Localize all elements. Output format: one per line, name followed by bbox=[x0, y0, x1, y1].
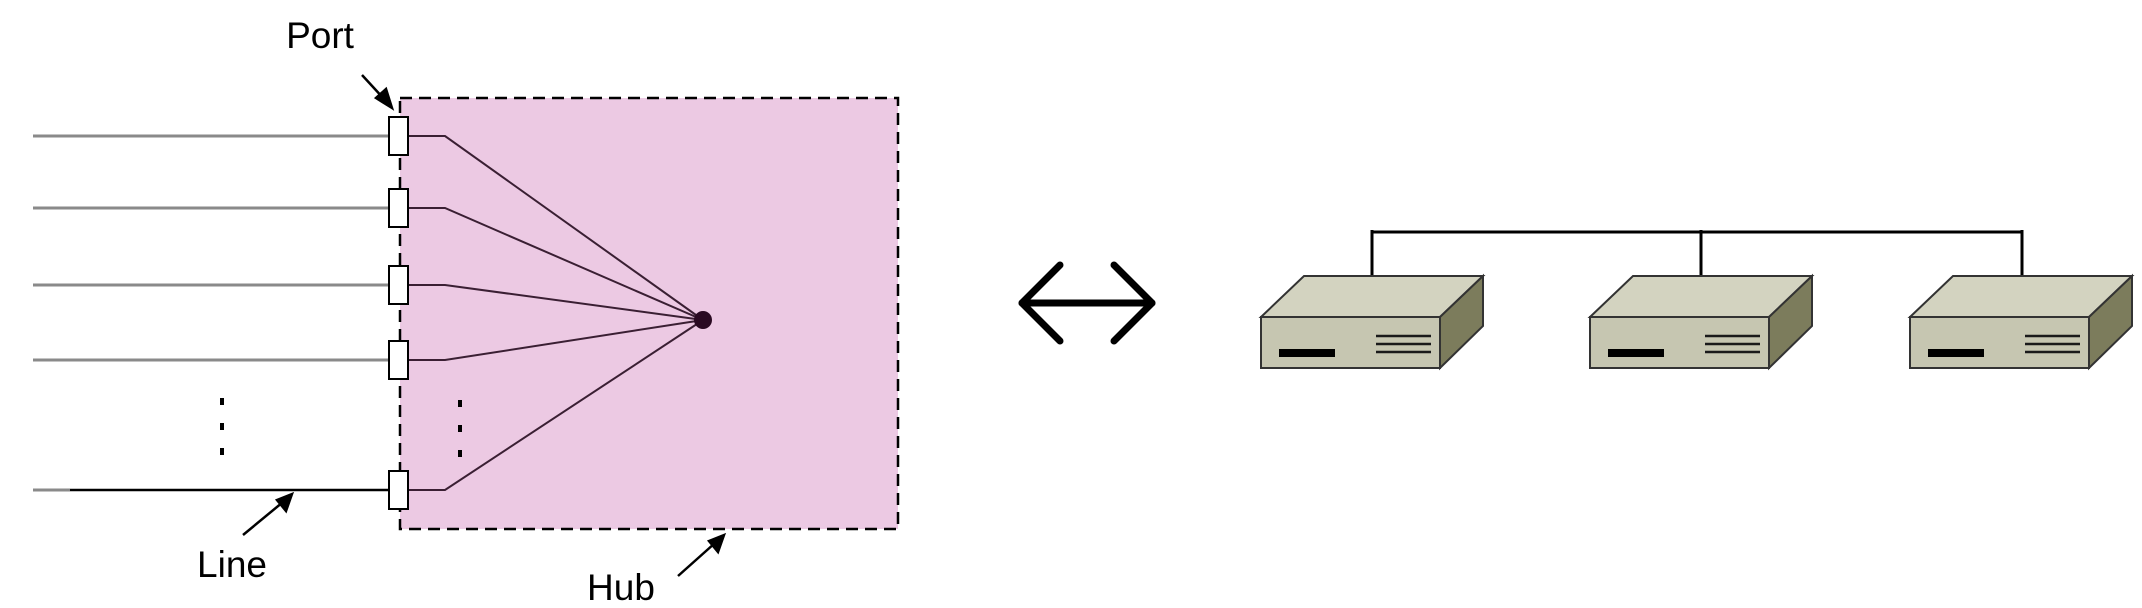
hub-diagram: Port Line Hub bbox=[33, 15, 900, 608]
ellipsis-dots bbox=[220, 398, 462, 457]
external-lines bbox=[33, 134, 388, 492]
ports bbox=[388, 116, 409, 510]
device-front bbox=[1589, 316, 1770, 369]
internal-wire bbox=[408, 319, 704, 361]
ellipsis-dot bbox=[458, 425, 462, 432]
port bbox=[388, 188, 409, 228]
line-callout-arrowhead bbox=[274, 491, 295, 514]
hub-junction bbox=[694, 311, 712, 329]
port bbox=[388, 470, 409, 510]
hub-callout-arrowhead bbox=[706, 532, 727, 555]
internal-wire bbox=[408, 135, 704, 321]
device-front bbox=[1260, 316, 1441, 369]
ellipsis-dot bbox=[220, 423, 224, 430]
bus-lines bbox=[1370, 230, 2024, 276]
internal-wires bbox=[408, 135, 704, 491]
internal-wire bbox=[408, 207, 704, 321]
internal-wire bbox=[408, 284, 704, 321]
device-front bbox=[1909, 316, 2090, 369]
bus-diagram bbox=[1258, 230, 2135, 371]
network-device bbox=[1258, 273, 1486, 371]
ellipsis-dot bbox=[458, 400, 462, 407]
device-led-bar bbox=[1928, 349, 1984, 357]
device-led-bar bbox=[1279, 349, 1335, 357]
device-led-bar bbox=[1608, 349, 1664, 357]
network-device bbox=[1587, 273, 1815, 371]
left-right-arrow-icon bbox=[1018, 261, 1156, 345]
hub-label: Hub bbox=[587, 567, 655, 608]
network-device bbox=[1907, 273, 2135, 371]
port-label: Port bbox=[286, 15, 355, 56]
device-vent-lines bbox=[1705, 334, 1760, 354]
internal-wire bbox=[408, 319, 704, 491]
ellipsis-dot bbox=[458, 450, 462, 457]
port bbox=[388, 265, 409, 305]
device-vent-lines bbox=[2025, 334, 2080, 354]
callout-arrows bbox=[242, 74, 727, 577]
port bbox=[388, 116, 409, 156]
port bbox=[388, 340, 409, 380]
port-callout-arrowhead bbox=[373, 86, 395, 111]
line-label: Line bbox=[197, 544, 267, 585]
ellipsis-dot bbox=[220, 448, 224, 455]
device-vent-lines bbox=[1376, 334, 1431, 354]
line-callout-arrow bbox=[242, 501, 284, 536]
hub-callout-arrow bbox=[677, 542, 716, 577]
ellipsis-dot bbox=[220, 398, 224, 405]
